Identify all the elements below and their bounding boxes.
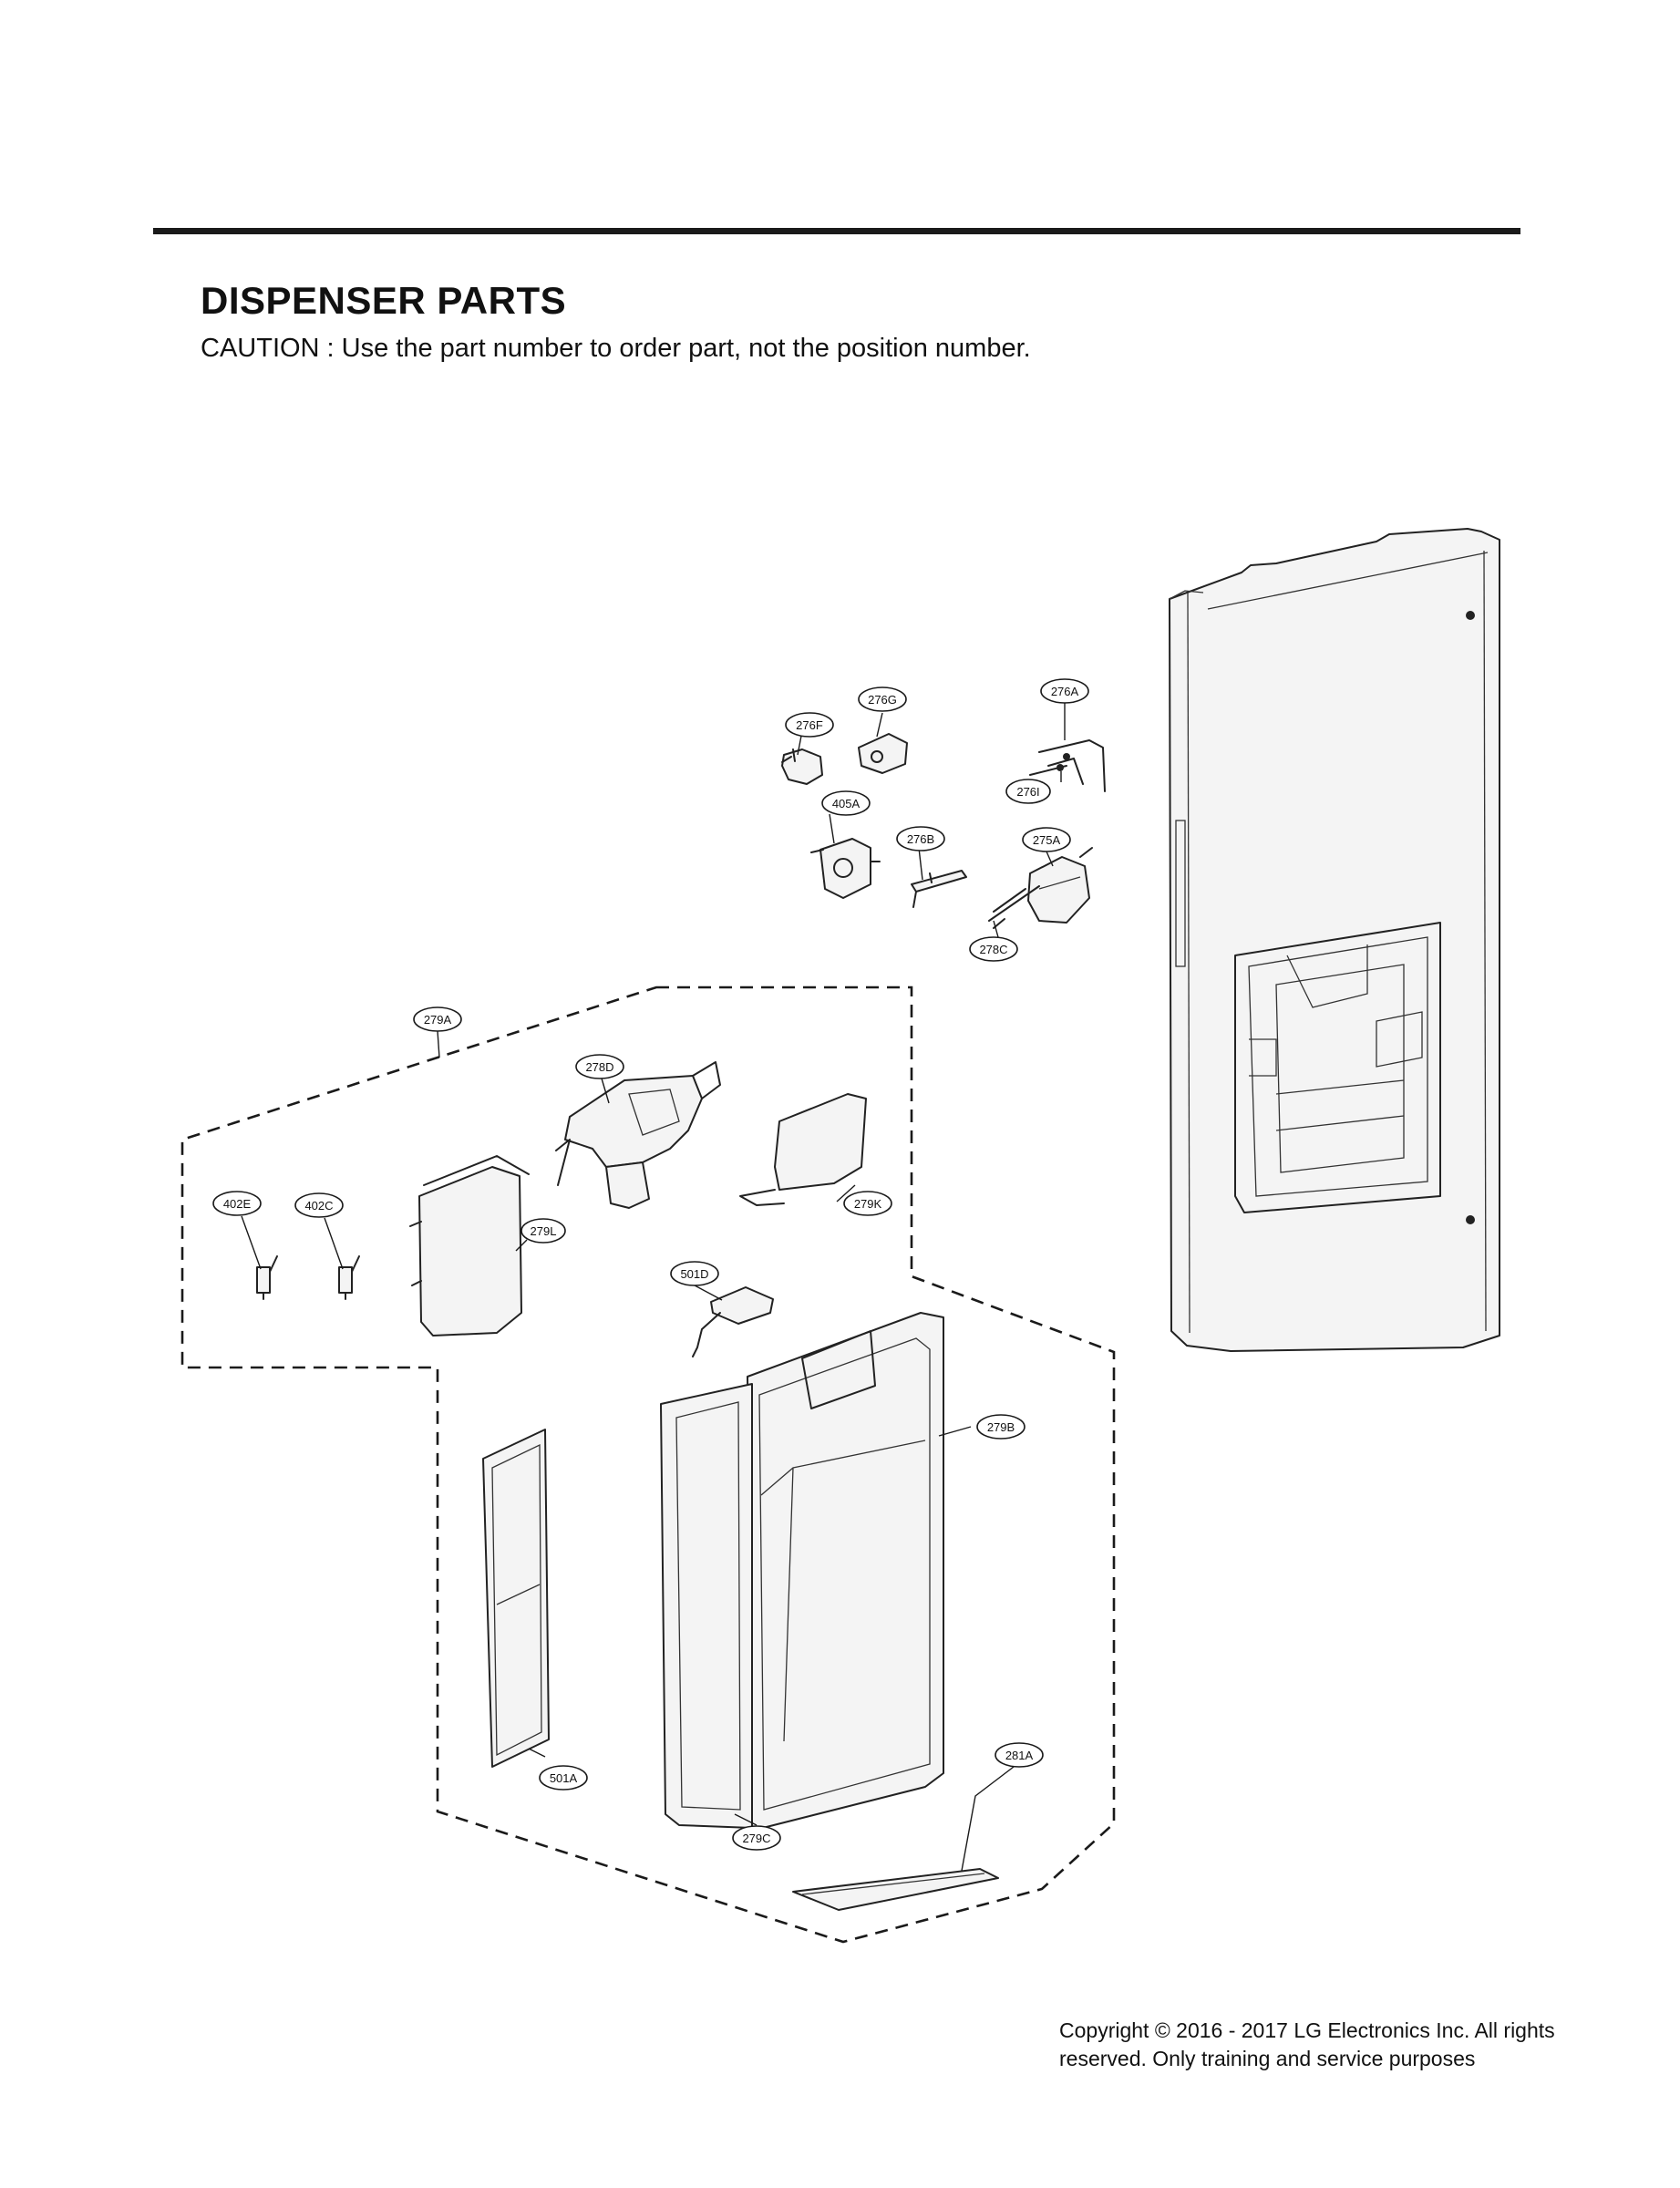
part-281A-tray [792, 1868, 999, 1911]
svg-text:279C: 279C [742, 1832, 770, 1845]
part-279B-dispenser-frame [747, 1312, 944, 1832]
svg-text:501A: 501A [550, 1771, 578, 1785]
part-279C-frame [660, 1383, 753, 1829]
callout-279B: 279B [976, 1414, 1026, 1440]
part-501A-pcb [482, 1429, 550, 1768]
part-279L-panel [409, 1155, 530, 1337]
svg-text:281A: 281A [1005, 1749, 1034, 1762]
svg-text:402C: 402C [304, 1199, 333, 1213]
page-title: DISPENSER PARTS [201, 279, 567, 322]
svg-text:279K: 279K [854, 1197, 882, 1211]
svg-text:276F: 276F [796, 718, 823, 732]
callout-279L: 279L [520, 1218, 566, 1244]
callout-402E: 402E [212, 1191, 262, 1216]
svg-text:278C: 278C [979, 943, 1007, 956]
callout-276I: 276I [1005, 779, 1051, 804]
part-405A [810, 838, 881, 899]
callout-279A: 279A [413, 1006, 462, 1032]
svg-text:279B: 279B [987, 1420, 1015, 1434]
callout-501D: 501D [670, 1261, 719, 1286]
callout-402C: 402C [294, 1192, 344, 1218]
svg-text:279L: 279L [531, 1224, 557, 1238]
callout-279K: 279K [843, 1191, 892, 1216]
callout-281A: 281A [995, 1742, 1044, 1768]
part-279K-cover [739, 1093, 867, 1206]
part-276F [781, 748, 823, 785]
svg-text:276A: 276A [1051, 685, 1079, 698]
copyright-line-2: reserved. Only training and service purp… [1059, 2047, 1476, 2071]
part-276A-wire [1029, 739, 1106, 792]
part-501D-pcb [692, 1286, 774, 1357]
callout-279C: 279C [732, 1825, 781, 1851]
callout-275A: 275A [1022, 827, 1071, 852]
part-276B [911, 870, 967, 908]
svg-text:405A: 405A [832, 797, 861, 810]
copyright-notice: Copyright © 2016 - 2017 LG Electronics I… [1059, 2017, 1624, 2073]
callout-276A: 276A [1040, 678, 1089, 704]
part-402E-switch [256, 1255, 278, 1300]
callout-501A: 501A [539, 1765, 588, 1791]
svg-text:276B: 276B [907, 832, 934, 846]
callout-276F: 276F [785, 712, 834, 738]
svg-text:278D: 278D [585, 1060, 613, 1074]
part-402C-switch [338, 1255, 360, 1300]
svg-text:279A: 279A [424, 1013, 452, 1027]
svg-text:501D: 501D [680, 1267, 708, 1281]
svg-text:276I: 276I [1016, 785, 1039, 799]
callout-276G: 276G [858, 686, 907, 712]
part-278D-housing [555, 1061, 721, 1209]
svg-text:275A: 275A [1033, 833, 1061, 847]
assembly-279A-boundary [180, 986, 1116, 1944]
copyright-line-1: Copyright © 2016 - 2017 LG Electronics I… [1059, 2018, 1555, 2042]
leader-lines [241, 702, 1066, 1872]
header-rule [153, 228, 1520, 234]
part-275A [993, 847, 1093, 924]
callout-278C: 278C [969, 936, 1018, 962]
callout-278D: 278D [575, 1054, 624, 1079]
callout-276B: 276B [896, 826, 945, 851]
part-276G [858, 733, 908, 774]
svg-text:402E: 402E [223, 1197, 252, 1211]
caution-note: CAUTION : Use the part number to order p… [201, 334, 1031, 363]
svg-text:276G: 276G [868, 693, 897, 707]
callout-405A: 405A [821, 790, 871, 816]
door-assembly [1169, 528, 1500, 1352]
